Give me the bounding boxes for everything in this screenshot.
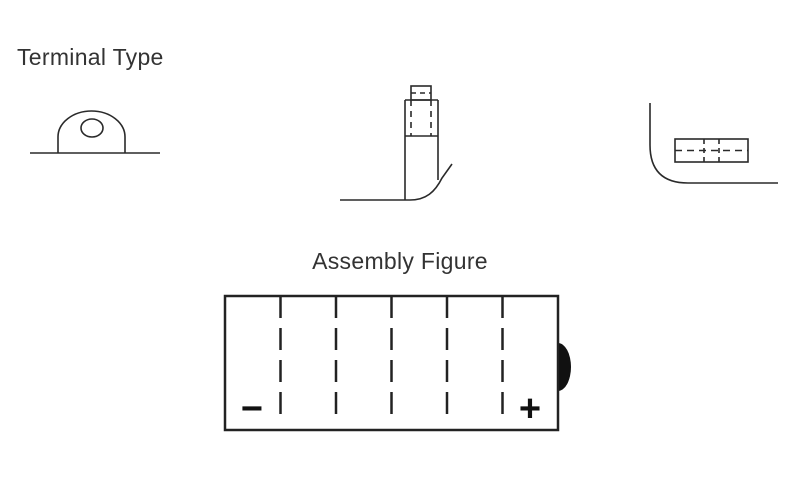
- negative-terminal-label: −: [241, 388, 263, 430]
- threaded-post-terminal-icon: [330, 78, 480, 208]
- battery-assembly-drawing: − +: [223, 294, 571, 432]
- ring-lug-terminal-icon: [22, 85, 172, 165]
- flat-blade-terminal-drawing: [649, 103, 778, 184]
- flat-blade-terminal-icon: [630, 95, 780, 195]
- assembly-figure-heading: Assembly Figure: [312, 248, 488, 274]
- terminal-type-heading: Terminal Type: [17, 44, 164, 70]
- corner-line: [649, 103, 778, 184]
- ring-lug-terminal-drawing: [30, 110, 160, 154]
- battery-assembly-diagram: − +: [220, 290, 585, 440]
- threaded-post-terminal-drawing: [340, 85, 453, 201]
- base-curve: [340, 163, 453, 201]
- lug-hole: [80, 118, 104, 138]
- positive-terminal-label: +: [519, 388, 541, 430]
- lug-body: [57, 110, 126, 153]
